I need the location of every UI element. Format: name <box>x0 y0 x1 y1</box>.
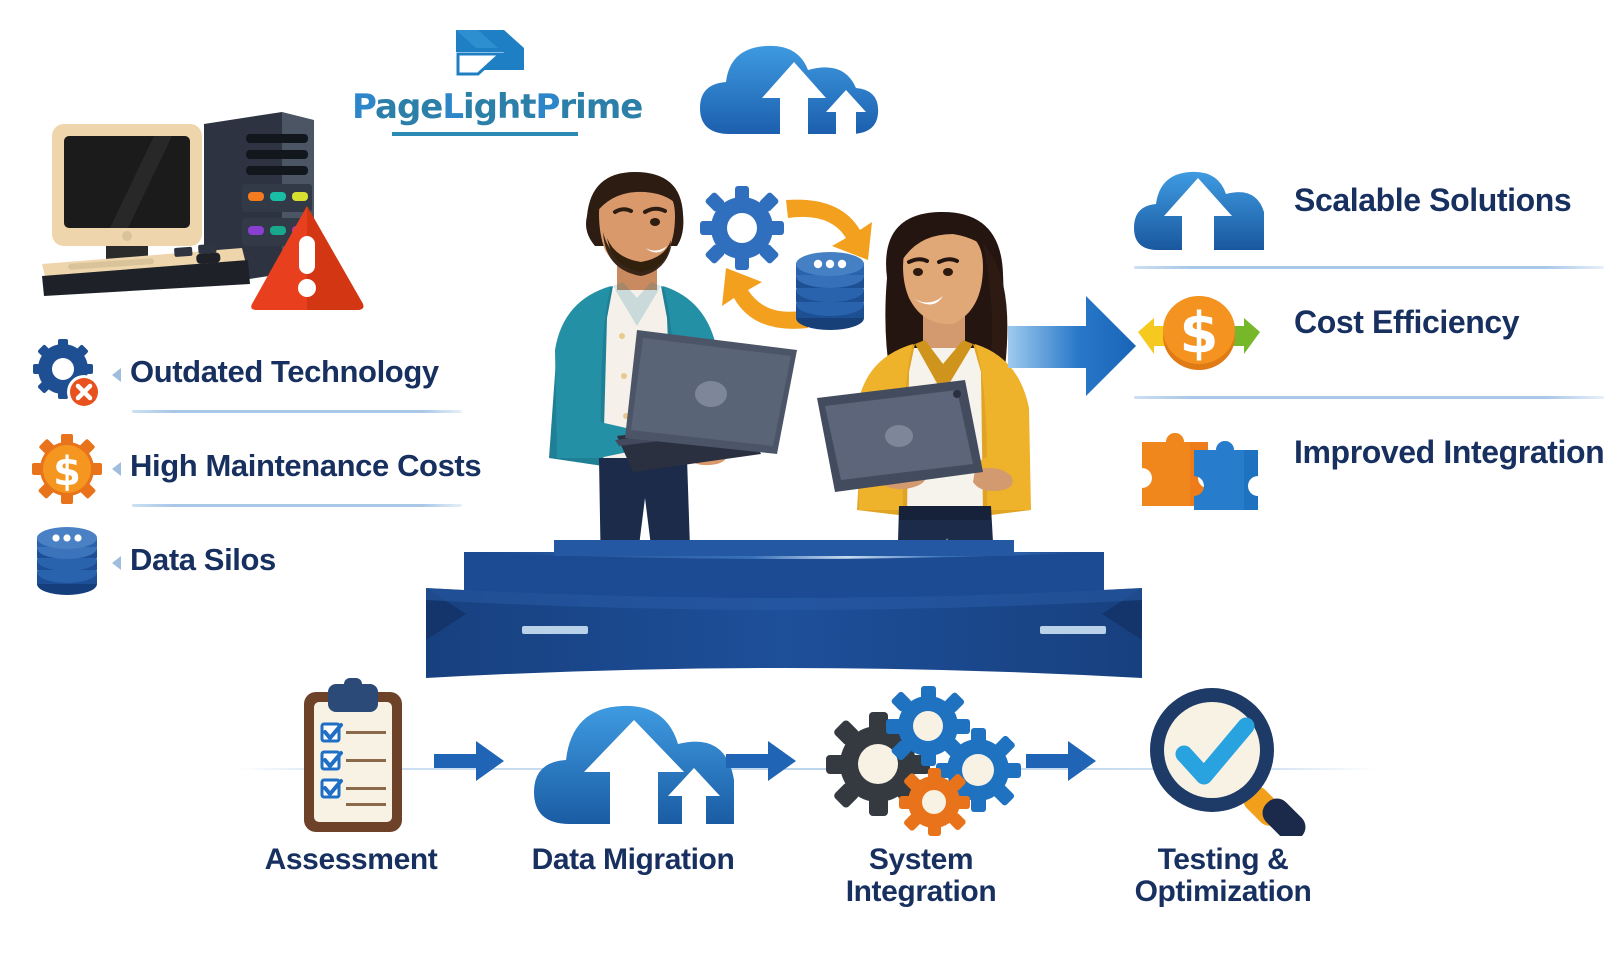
challenge-divider-2 <box>132 504 462 507</box>
brand-logo-text: PageLightPrime <box>352 87 643 127</box>
process-step-label: Data Migration <box>531 843 735 876</box>
two-professionals-illustration <box>495 158 1035 578</box>
process-arrow-3 <box>1026 738 1098 784</box>
process-arrow-1 <box>434 738 506 784</box>
benefits-list: Scalable Solutions $ Cost Efficiency <box>1126 152 1612 510</box>
logo-mark-icon <box>448 28 532 90</box>
data-sync-cluster <box>690 178 900 348</box>
process-step-assessment[interactable]: Assessment <box>236 676 466 951</box>
transition-right-arrow-icon <box>1008 282 1138 412</box>
benefit-label: Scalable Solutions <box>1294 182 1572 218</box>
process-step-label: Testing & Optimization <box>1134 843 1312 909</box>
database-stack-icon <box>30 526 104 600</box>
bullet-left-triangle-icon <box>112 462 121 476</box>
benefit-item-improved-integration[interactable]: Improved Integration <box>1126 404 1612 516</box>
gear-icon <box>700 186 784 270</box>
logo-text-ight: ight <box>463 87 536 127</box>
bullet-left-triangle-icon <box>112 368 121 382</box>
challenge-label: Data Silos <box>130 542 276 577</box>
person-right-with-tablet <box>817 211 1031 578</box>
logo-letter-l: L <box>442 87 464 127</box>
logo-text-age: age <box>375 87 443 127</box>
process-steps: Assessment Data Migration <box>236 676 1376 951</box>
challenge-item-high-maintenance-costs[interactable]: $ High Maintenance Costs <box>16 430 482 508</box>
puzzle-pieces-icon <box>1132 410 1266 510</box>
process-step-data-migration[interactable]: Data Migration <box>518 676 748 951</box>
benefit-item-scalable-solutions[interactable]: Scalable Solutions <box>1126 152 1612 264</box>
process-step-testing-optimization[interactable]: Testing & Optimization <box>1108 676 1338 951</box>
warning-triangle-icon <box>247 200 367 312</box>
benefit-divider-1 <box>1134 266 1604 269</box>
cloud-upload-icon <box>518 676 748 836</box>
process-baseline <box>236 768 1376 770</box>
challenge-divider-1 <box>132 410 462 413</box>
dollar-gear-icon: $ <box>30 432 104 506</box>
challenge-label: Outdated Technology <box>130 354 439 389</box>
gears-cluster-icon <box>806 676 1036 836</box>
sync-arrow-right <box>786 199 872 260</box>
svg-text:$: $ <box>53 449 81 495</box>
challenge-item-outdated-technology[interactable]: Outdated Technology <box>16 336 476 414</box>
gear-error-icon <box>30 338 104 412</box>
brand-logo[interactable]: PageLightPrime <box>352 28 643 138</box>
challenges-list: Outdated Technology <box>16 336 482 602</box>
cloud-upload-icon <box>1132 158 1266 258</box>
sync-arrow-left <box>722 268 808 329</box>
logo-letter-p1: P <box>352 87 376 127</box>
svg-text:$: $ <box>1180 301 1219 366</box>
blue-banner-ribbon <box>404 522 1164 692</box>
clipboard-checklist-icon <box>236 676 466 836</box>
process-step-system-integration[interactable]: System Integration <box>806 676 1036 951</box>
database-stack-icon <box>796 252 864 330</box>
challenge-item-data-silos[interactable]: Data Silos <box>16 524 476 602</box>
benefit-label: Improved Integration <box>1294 434 1605 470</box>
dollar-coin-exchange-icon: $ <box>1132 280 1266 380</box>
process-step-label: System Integration <box>845 843 997 909</box>
challenge-label: High Maintenance Costs <box>130 448 482 483</box>
bullet-left-triangle-icon <box>112 556 121 570</box>
process-arrow-2 <box>726 738 798 784</box>
benefit-item-cost-efficiency[interactable]: $ Cost Efficiency <box>1126 274 1612 386</box>
benefit-divider-2 <box>1134 396 1604 399</box>
cloud-upload-icon <box>694 24 884 148</box>
process-step-label: Assessment <box>264 843 438 876</box>
benefit-label: Cost Efficiency <box>1294 304 1520 340</box>
logo-letter-p2: P <box>535 87 560 127</box>
logo-underline <box>392 132 578 136</box>
person-left-with-laptop <box>549 172 797 578</box>
magnifier-checkmark-icon <box>1108 676 1338 842</box>
logo-text-rime: rime <box>559 87 643 127</box>
